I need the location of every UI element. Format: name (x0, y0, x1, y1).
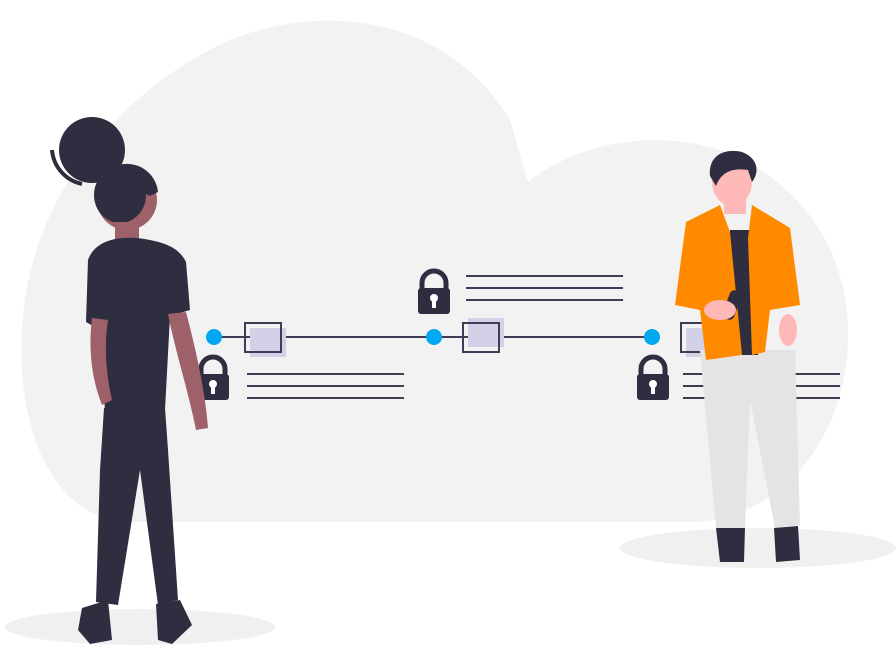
network-node-icon (206, 329, 222, 345)
woman-ground-shadow (5, 609, 275, 645)
lock-icon (637, 354, 669, 400)
data-block-icon (244, 322, 286, 357)
lock-icon (197, 354, 229, 400)
woman-figure (50, 117, 208, 644)
text-lines (247, 373, 404, 399)
lock-icon (418, 268, 450, 314)
man-figure (675, 150, 800, 562)
network-node-icon (644, 329, 660, 345)
data-block-icon (462, 318, 504, 353)
network-node-icon (426, 329, 442, 345)
man-ground-shadow (620, 528, 896, 568)
text-lines (466, 275, 623, 301)
